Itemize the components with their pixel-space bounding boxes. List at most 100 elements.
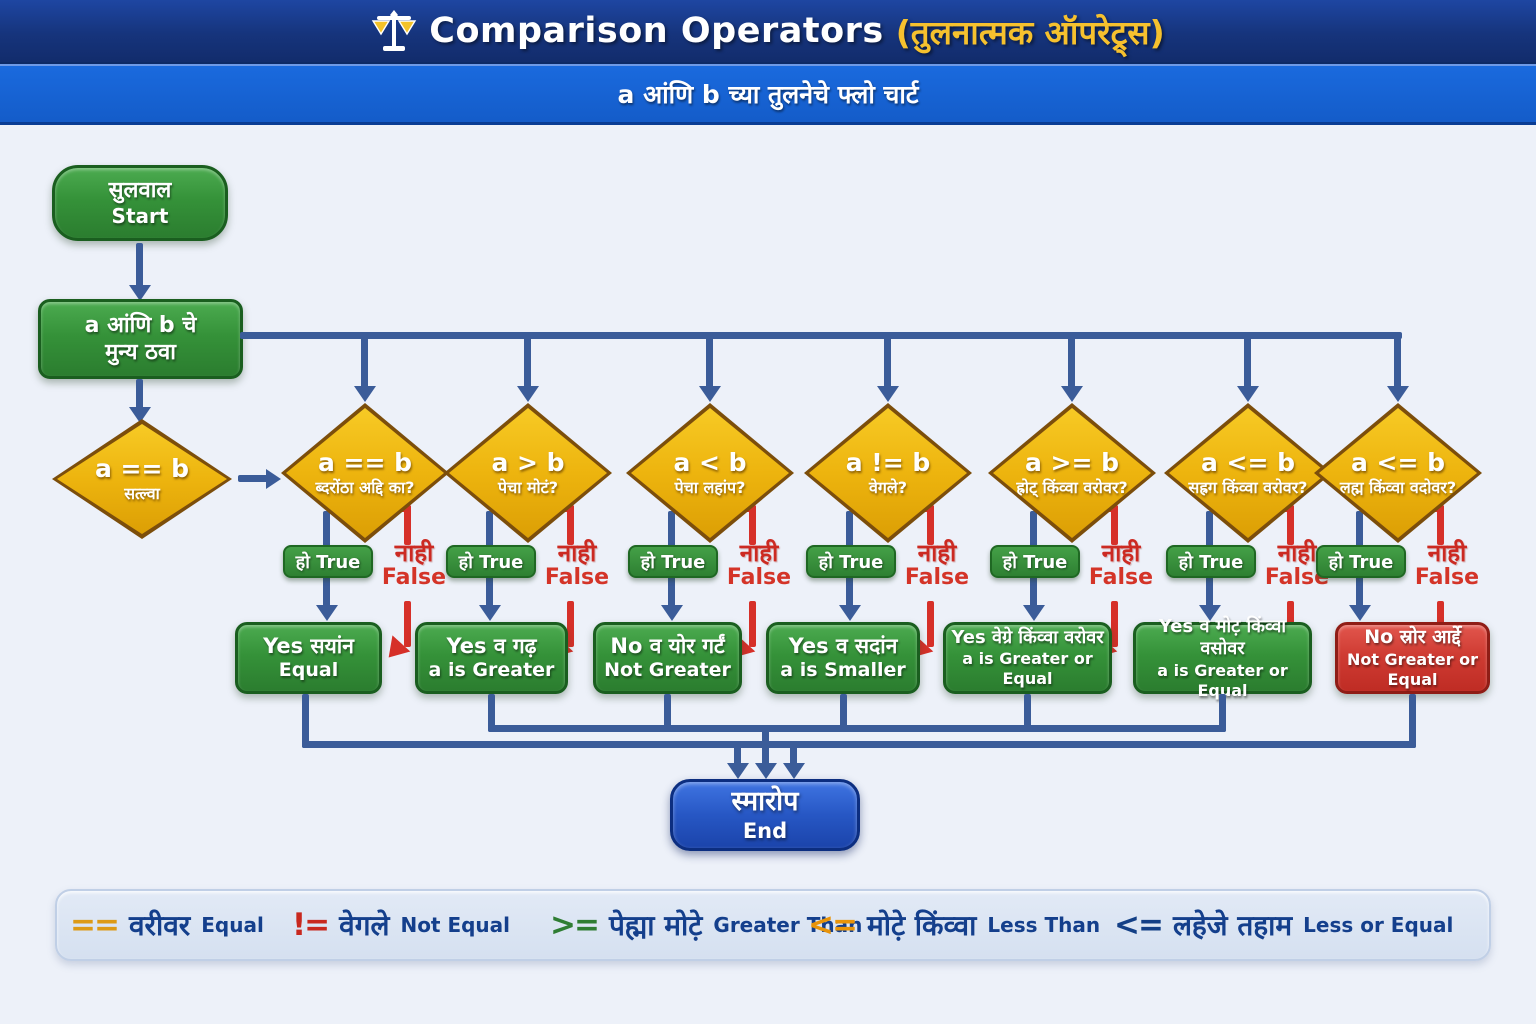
arrowhead xyxy=(1237,386,1259,402)
false-branch-line xyxy=(749,601,756,647)
true-badge: हो True xyxy=(806,545,896,578)
false-label: नाही False xyxy=(904,539,970,591)
bus-drop-line xyxy=(1244,332,1251,388)
legend-item-equal: == वरीवर Equal xyxy=(70,907,264,943)
false-branch-line xyxy=(1111,601,1118,647)
decision-diamond: a <= b लह्म किंव्वा वदोवर? xyxy=(1314,403,1482,543)
arrowhead xyxy=(479,605,501,621)
diamond-op: a == b xyxy=(317,448,413,478)
false-label: नाही False xyxy=(1088,539,1154,591)
false-branch-line xyxy=(1287,505,1294,545)
diamond-question: लह्म किंव्वा वदोवर? xyxy=(1339,478,1457,498)
end-label-hi: स्मारोप xyxy=(731,786,799,818)
assign-line2: मुन्य ठवा xyxy=(105,340,176,365)
bus-drop-line xyxy=(1068,332,1075,388)
false-branch-line xyxy=(1437,505,1444,545)
page-title-hindi: (तुलनात्मक ऑपरेट्र्स) xyxy=(895,12,1165,52)
result-box: Yes वेग्रे किंव्वा वरोवर a is Greater or… xyxy=(943,622,1112,694)
arrowhead xyxy=(1199,605,1221,621)
bus-drop-line xyxy=(524,332,531,388)
false-label: नाही False xyxy=(1414,539,1480,591)
bus-drop-line xyxy=(1394,332,1401,388)
arrowhead xyxy=(1387,386,1409,402)
arrowhead xyxy=(877,386,899,402)
assign-node: a आंणि b चे मुन्य ठवा xyxy=(38,299,243,379)
arrowhead xyxy=(1349,605,1371,621)
check-label: सत्ल्वा xyxy=(124,484,160,504)
legend-bar: == वरीवर Equal != वेगले Not Equal >= पेह… xyxy=(55,889,1491,961)
false-branch-line xyxy=(1111,505,1118,545)
false-label: नाही False xyxy=(726,539,792,591)
merge-stub xyxy=(488,694,495,732)
bus-drop-line xyxy=(706,332,713,388)
arrowhead xyxy=(699,386,721,402)
arrowhead xyxy=(755,763,777,779)
arrowhead xyxy=(1061,386,1083,402)
end-arrow-line xyxy=(790,741,797,765)
assign-line1: a आंणि b चे xyxy=(84,312,197,338)
balance-scale-icon xyxy=(372,10,417,51)
page-title: Comparison Operators xyxy=(429,11,884,51)
start-label-en: Start xyxy=(111,204,169,229)
decision-column: a > b पेचा मोटं? हो True नाही False xyxy=(438,329,618,759)
true-badge: हो True xyxy=(1316,545,1406,578)
start-label-hi: सुलवाल xyxy=(108,177,172,203)
end-node: स्मारोप End xyxy=(670,779,860,851)
diamond-question: पेचा मोटं? xyxy=(497,478,559,498)
arrowhead xyxy=(783,763,805,779)
diamond-question: वेगले? xyxy=(868,478,908,498)
diamond-question: ब्दरोंठा अद्दि का? xyxy=(315,478,415,498)
arrowhead xyxy=(727,763,749,779)
true-badge: हो True xyxy=(628,545,718,578)
arrowhead xyxy=(266,469,281,489)
result-box: Yes व मोट़ किंव्वा वसोवर a is Greater or… xyxy=(1133,616,1312,700)
arrowhead xyxy=(354,386,376,402)
connector-start-assign xyxy=(136,243,143,287)
false-branch-line xyxy=(404,505,411,545)
merge-stub xyxy=(840,694,847,732)
legend-item-less-or-equal: <= लहेजे तहाम Less or Equal xyxy=(1114,907,1454,943)
diamond-op: a > b xyxy=(491,448,565,478)
less-equal-operator-symbol: <= xyxy=(808,907,858,943)
merge-stub xyxy=(1024,694,1031,732)
result-box: No व योर गर्टं Not Greater xyxy=(593,622,742,694)
equal-operator-symbol: == xyxy=(70,907,120,943)
distribution-bus xyxy=(240,332,1402,339)
merge-stub xyxy=(1219,694,1226,732)
legend-item-not-equal: != वेगले Not Equal xyxy=(292,907,511,943)
arrowhead xyxy=(316,605,338,621)
flowchart-canvas: सुलवाल Start a आंणि b चे मुन्य ठवा a == … xyxy=(0,125,1536,1022)
arrowhead xyxy=(839,605,861,621)
decision-column: a == b ब्दरोंठा अद्दि का? हो True नाही F… xyxy=(275,329,455,759)
bus-drop-line xyxy=(884,332,891,388)
diamond-question: सह्रग किंव्वा वरोवर? xyxy=(1188,478,1308,498)
false-label: नाही False xyxy=(1264,539,1330,591)
false-branch-line xyxy=(927,601,934,647)
decision-diamond: a < b पेचा लहांप? xyxy=(626,403,794,543)
true-badge: हो True xyxy=(446,545,536,578)
end-arrow-line xyxy=(734,741,741,765)
not-equal-operator-symbol: != xyxy=(292,907,330,943)
false-branch-line xyxy=(927,505,934,545)
false-label: नाही False xyxy=(544,539,610,591)
decision-diamond: a > b पेचा मोटं? xyxy=(444,403,612,543)
decision-column: a != b वेगले? हो True नाही False xyxy=(798,329,978,759)
end-label-en: End xyxy=(742,818,788,843)
true-badge: हो True xyxy=(283,545,373,578)
result-box: Yes व गढ़ a is Greater xyxy=(415,622,568,694)
decision-diamond: a >= b ह्रोट् किंव्वा वरोवर? xyxy=(988,403,1156,543)
false-branch-line xyxy=(404,601,411,647)
end-arrow-line xyxy=(762,725,769,765)
arrowhead xyxy=(129,407,151,423)
merge-stub xyxy=(1409,694,1416,748)
merge-bus-inner xyxy=(488,725,1226,732)
diamond-op: a <= b xyxy=(1350,448,1446,478)
less-equal-operator-symbol: <= xyxy=(1114,907,1164,943)
legend-item-greater-than: >= पेह्मा मोट़े Greater Than xyxy=(550,907,863,943)
decision-column: a <= b सह्रग किंव्वा वरोवर? हो True नाही… xyxy=(1158,329,1338,759)
decision-column: a < b पेचा लहांप? हो True नाही False xyxy=(620,329,800,759)
connector-assign-check xyxy=(136,379,143,409)
connector-check-right xyxy=(238,475,268,482)
check-op: a == b xyxy=(94,454,190,484)
decision-column: a >= b ह्रोट् किंव्वा वरोवर? हो True नाह… xyxy=(982,329,1162,759)
